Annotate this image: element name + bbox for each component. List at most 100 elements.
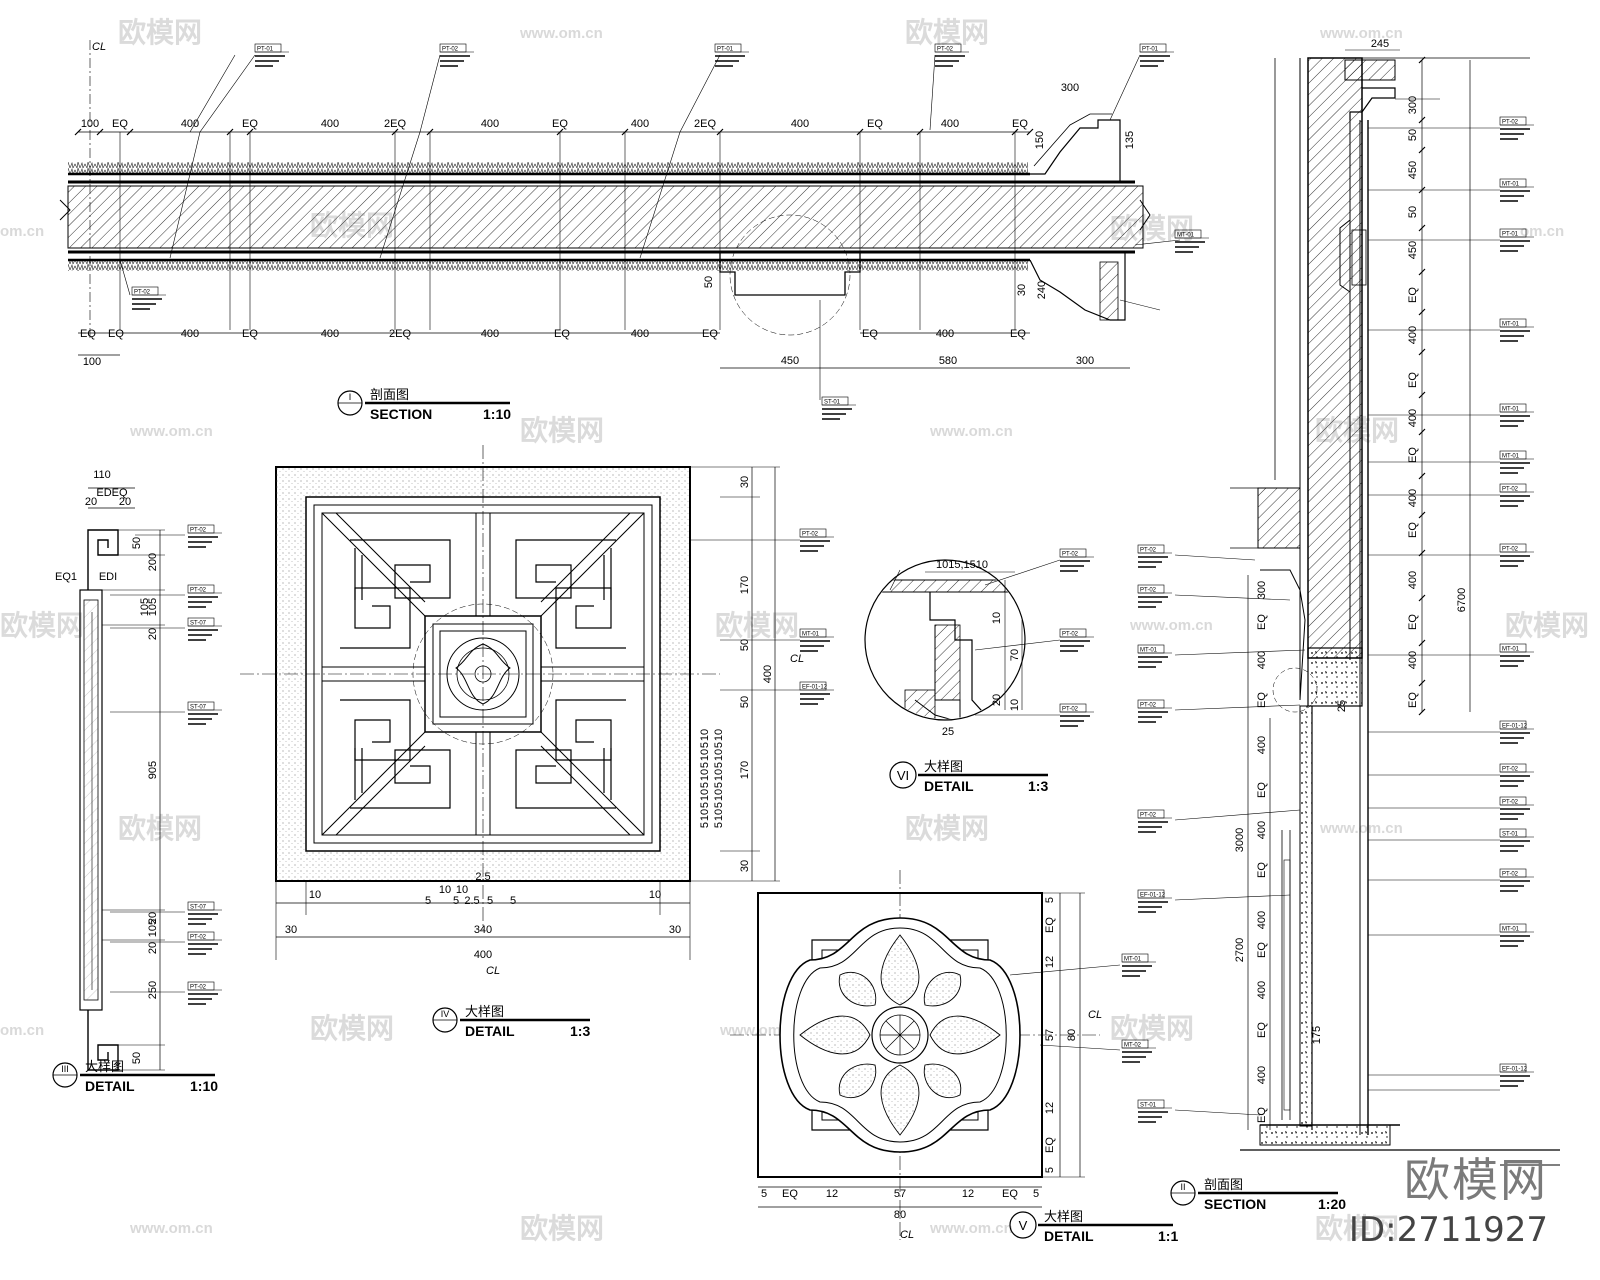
dimension-label: 5 (713, 762, 725, 768)
dimension-label: 200 (147, 553, 159, 571)
centerline-label: CL (900, 1229, 914, 1241)
title-en: DETAIL (924, 778, 974, 794)
title-en: SECTION (370, 406, 432, 422)
dimension-label: 10 (713, 809, 725, 821)
detail-3-molding (79, 487, 185, 1071)
dimension-tick (1026, 128, 1034, 136)
dimension-label: 10 (699, 749, 711, 761)
dimension-label: 25 (1336, 700, 1348, 712)
dimension-label: 5 (713, 802, 725, 808)
dimension-label: 5 (699, 782, 711, 788)
dimension-label: 5 (699, 822, 711, 828)
dimension-label: 20 (147, 942, 159, 954)
centerline-labels: CL CL CL CL CL (92, 41, 1102, 1241)
dimension-label: EQ (1407, 447, 1419, 463)
dimension-label: 50 (131, 1052, 143, 1064)
dimension-tick (1418, 511, 1426, 519)
dimension-label: 400 (936, 328, 954, 340)
material-callout: PT-02 (187, 524, 222, 548)
dimension-label: 80 (1066, 1029, 1078, 1041)
material-callout: PT-02 (1499, 868, 1534, 892)
dimension-tick (1418, 428, 1426, 436)
dimension-tick (1418, 391, 1426, 399)
callout-code: PT-02 (190, 588, 207, 594)
dimension-tick (1418, 56, 1426, 64)
title-mark: II (1180, 1182, 1185, 1192)
title-section-2: II 剖面图 SECTION 1:20 (1170, 1178, 1346, 1212)
material-callout: MT-01 (1499, 450, 1534, 474)
dimension-label: 10 (713, 769, 725, 781)
material-callout: ST-07 (187, 617, 222, 641)
material-callout: ST-07 (187, 701, 222, 725)
callout-code: MT-01 (1502, 407, 1520, 413)
dimension-label: 5 (1044, 1167, 1056, 1173)
callout-code: MT-02 (1124, 1043, 1142, 1049)
dimension-label: EQ (702, 328, 718, 340)
dimension-label: EQ (108, 328, 124, 340)
title-en: DETAIL (85, 1078, 135, 1094)
dimension-label: 105 (147, 598, 159, 616)
dimension-label: EQ (1012, 118, 1028, 130)
dimension-label: EQ (1256, 692, 1268, 708)
dimension-label: 135 (1124, 131, 1136, 149)
material-callout: ST-01 (1499, 828, 1534, 852)
callout-code: PT-02 (1062, 552, 1079, 558)
dimension-label: 2700 (1234, 938, 1246, 962)
callout-code: PT-02 (1502, 120, 1519, 126)
material-callout: EF-01-12 (799, 681, 834, 705)
callout-code: MT-01 (1502, 322, 1520, 328)
material-callout: PT-01 (254, 43, 289, 67)
material-callout: PT-02 (1499, 763, 1534, 787)
section-2-callouts: PT-02MT-01PT-01MT-01MT-01MT-01PT-02PT-02… (1137, 116, 1534, 1123)
dimension-label: 5 (510, 895, 516, 907)
dimension-tick (1418, 308, 1426, 316)
title-scale: 1:3 (1028, 778, 1048, 794)
dimension-label: 12 (962, 1188, 974, 1200)
material-callout: PT-02 (1137, 544, 1172, 568)
material-callout: MT-01 (1499, 403, 1534, 427)
material-callout: MT-01 (1137, 644, 1172, 668)
dimension-label: 10 (991, 612, 1003, 624)
material-callout: PT-02 (1137, 809, 1172, 833)
material-callout: PT-02 (187, 981, 222, 1005)
callout-code: ST-07 (190, 705, 207, 711)
title-en: DETAIL (1044, 1228, 1094, 1244)
callout-code: PT-02 (937, 47, 954, 53)
title-detail-6: VI 大样图 DETAIL 1:3 (889, 760, 1048, 794)
dimension-label: 5 (699, 802, 711, 808)
callout-code: MT-01 (1502, 182, 1520, 188)
callout-code: PT-02 (1140, 813, 1157, 819)
material-callout: PT-01 (1499, 228, 1534, 252)
dimension-label: 1015,1510 (936, 559, 988, 571)
dimension-label: 5 (1033, 1188, 1039, 1200)
dimension-label: 10 (699, 809, 711, 821)
dimension-label: 57 (894, 1188, 906, 1200)
material-callout: PT-02 (187, 931, 222, 955)
watermark-brand: 欧模网 (1315, 1212, 1399, 1245)
dimension-label: 5 (699, 742, 711, 748)
title-cn: 大样图 (1044, 1210, 1083, 1225)
dimension-label: 20 (147, 912, 159, 924)
material-callout: MT-01 (1499, 923, 1534, 947)
dimension-label: 5 (699, 762, 711, 768)
section-1-drawing (59, 40, 1181, 400)
material-callout: PT-02 (1059, 703, 1094, 727)
dimension-tick (1418, 224, 1426, 232)
section-2-wall (1174, 49, 1560, 1151)
material-callout: PT-02 (1137, 584, 1172, 608)
dimension-label: 57 (1044, 1029, 1056, 1041)
dimension-label: 170 (739, 576, 751, 594)
watermark-brand: 欧模网 (1505, 609, 1589, 642)
callout-code: PT-01 (1142, 47, 1159, 53)
material-callout: MT-01 (1121, 953, 1156, 977)
dimension-label: EQ (1407, 287, 1419, 303)
dimension-label: 400 (481, 328, 499, 340)
material-callout: PT-02 (1059, 548, 1094, 572)
dimension-label: EQ (1407, 372, 1419, 388)
